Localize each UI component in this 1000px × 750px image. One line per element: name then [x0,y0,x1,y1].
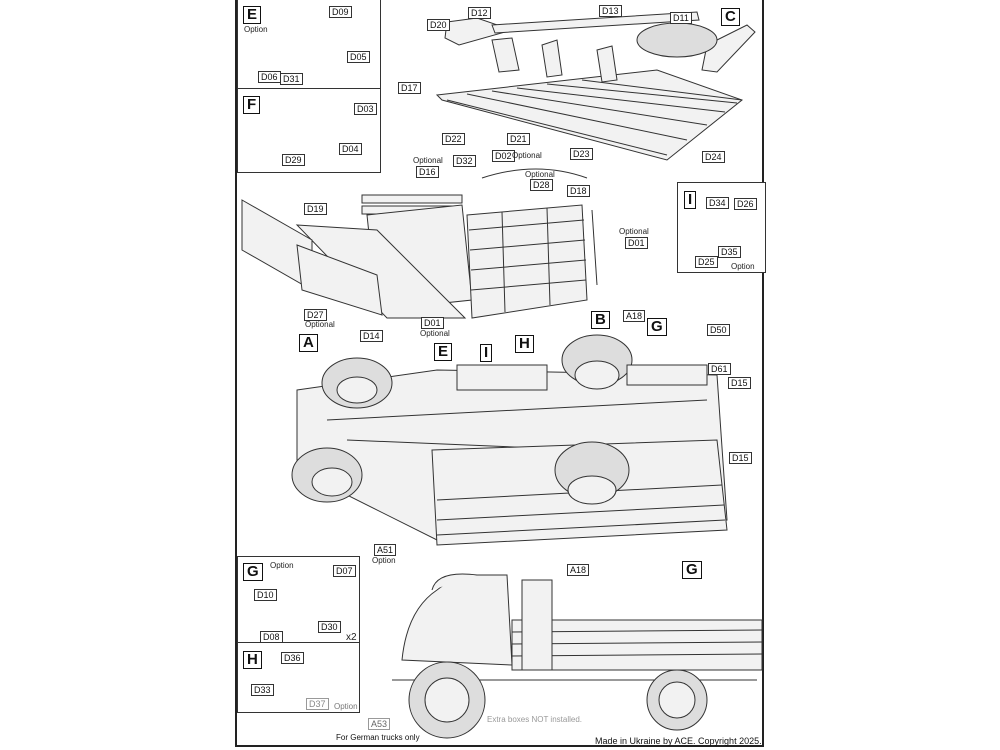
optional-note: Optional [413,156,443,165]
part-label: D16 [416,166,439,178]
part-label: D20 [427,19,450,31]
part-label: A18 [567,564,590,576]
part-label: D14 [360,330,383,342]
part-label: D35 [718,246,741,258]
option-note: Option [731,262,755,271]
part-label: D28 [530,179,553,191]
part-label: D26 [734,198,757,210]
part-label: D01 [421,317,444,329]
part-label: D12 [468,7,491,19]
part-label: D15 [729,452,752,464]
quantity-note: x2 [346,632,357,643]
section-b-marker: B [591,311,610,329]
section-c-marker: C [721,8,740,26]
part-label: D07 [333,565,356,577]
part-label: D04 [339,143,362,155]
part-label: D09 [329,6,352,18]
part-label: D11 [670,12,692,24]
part-label: D01 [625,237,648,249]
optional-note: Optional [512,151,542,160]
section-a-marker: A [299,334,318,352]
optional-note: Optional [305,320,335,329]
part-label: D19 [304,203,327,215]
part-label: D18 [567,185,590,197]
part-label: D31 [280,73,303,85]
optional-note: Optional [619,227,649,236]
part-label: D24 [702,151,725,163]
part-label: A18 [623,310,646,322]
option-note: Option [334,702,358,711]
part-label: D06 [258,71,281,83]
part-label: D37 [306,698,329,710]
section-h-marker: H [515,335,534,353]
section-g-marker: G [243,563,263,581]
part-label: D10 [254,589,277,601]
part-label: D61 [708,363,731,375]
part-label: D27 [304,309,327,321]
part-label: D32 [453,155,476,167]
copyright-note: Made in Ukraine by ACE. Copyright 2025. [595,736,762,746]
section-e-marker: E [434,343,453,361]
section-i-marker: I [684,191,697,209]
truck-side-view-drawing [392,573,763,739]
option-note: Option [244,25,268,34]
part-label: D13 [599,5,622,17]
section-f-marker: F [243,96,261,114]
option-note: Option [372,556,396,565]
bed-floor-drawing [435,11,756,161]
part-label: D15 [728,377,751,389]
part-label: D05 [347,51,370,63]
part-label: D29 [282,154,305,166]
inset-f [237,88,381,173]
part-label: D50 [707,324,730,336]
part-label: D34 [706,197,729,209]
section-g-marker: G [682,561,702,579]
part-label: A53 [368,718,391,730]
part-label: D21 [507,133,530,145]
cargo-bed-drawing [241,168,598,319]
section-h-marker: H [243,651,262,669]
part-label: D22 [442,133,465,145]
part-label: D33 [251,684,274,696]
section-e-marker: E [243,6,262,24]
part-label: D23 [570,148,593,160]
optional-note: Optional [525,170,555,179]
section-i-marker: I [480,344,493,362]
option-note: Option [270,561,294,570]
part-label: D30 [318,621,341,633]
part-label: D03 [354,103,377,115]
part-label: A51 [374,544,397,556]
section-g-marker: G [647,318,667,336]
part-label: D17 [398,82,421,94]
part-label: D25 [695,256,718,268]
part-label: D02 [492,150,515,162]
instruction-page: E Option D09 D05 D06 D31 F D03 D04 D29 D… [235,0,766,747]
extra-boxes-note: Extra boxes NOT installed. [487,715,583,724]
chassis-drawing [291,334,728,546]
part-label: D36 [281,652,304,664]
optional-note: Optional [420,329,450,338]
german-trucks-note: For German trucks only [336,733,420,742]
